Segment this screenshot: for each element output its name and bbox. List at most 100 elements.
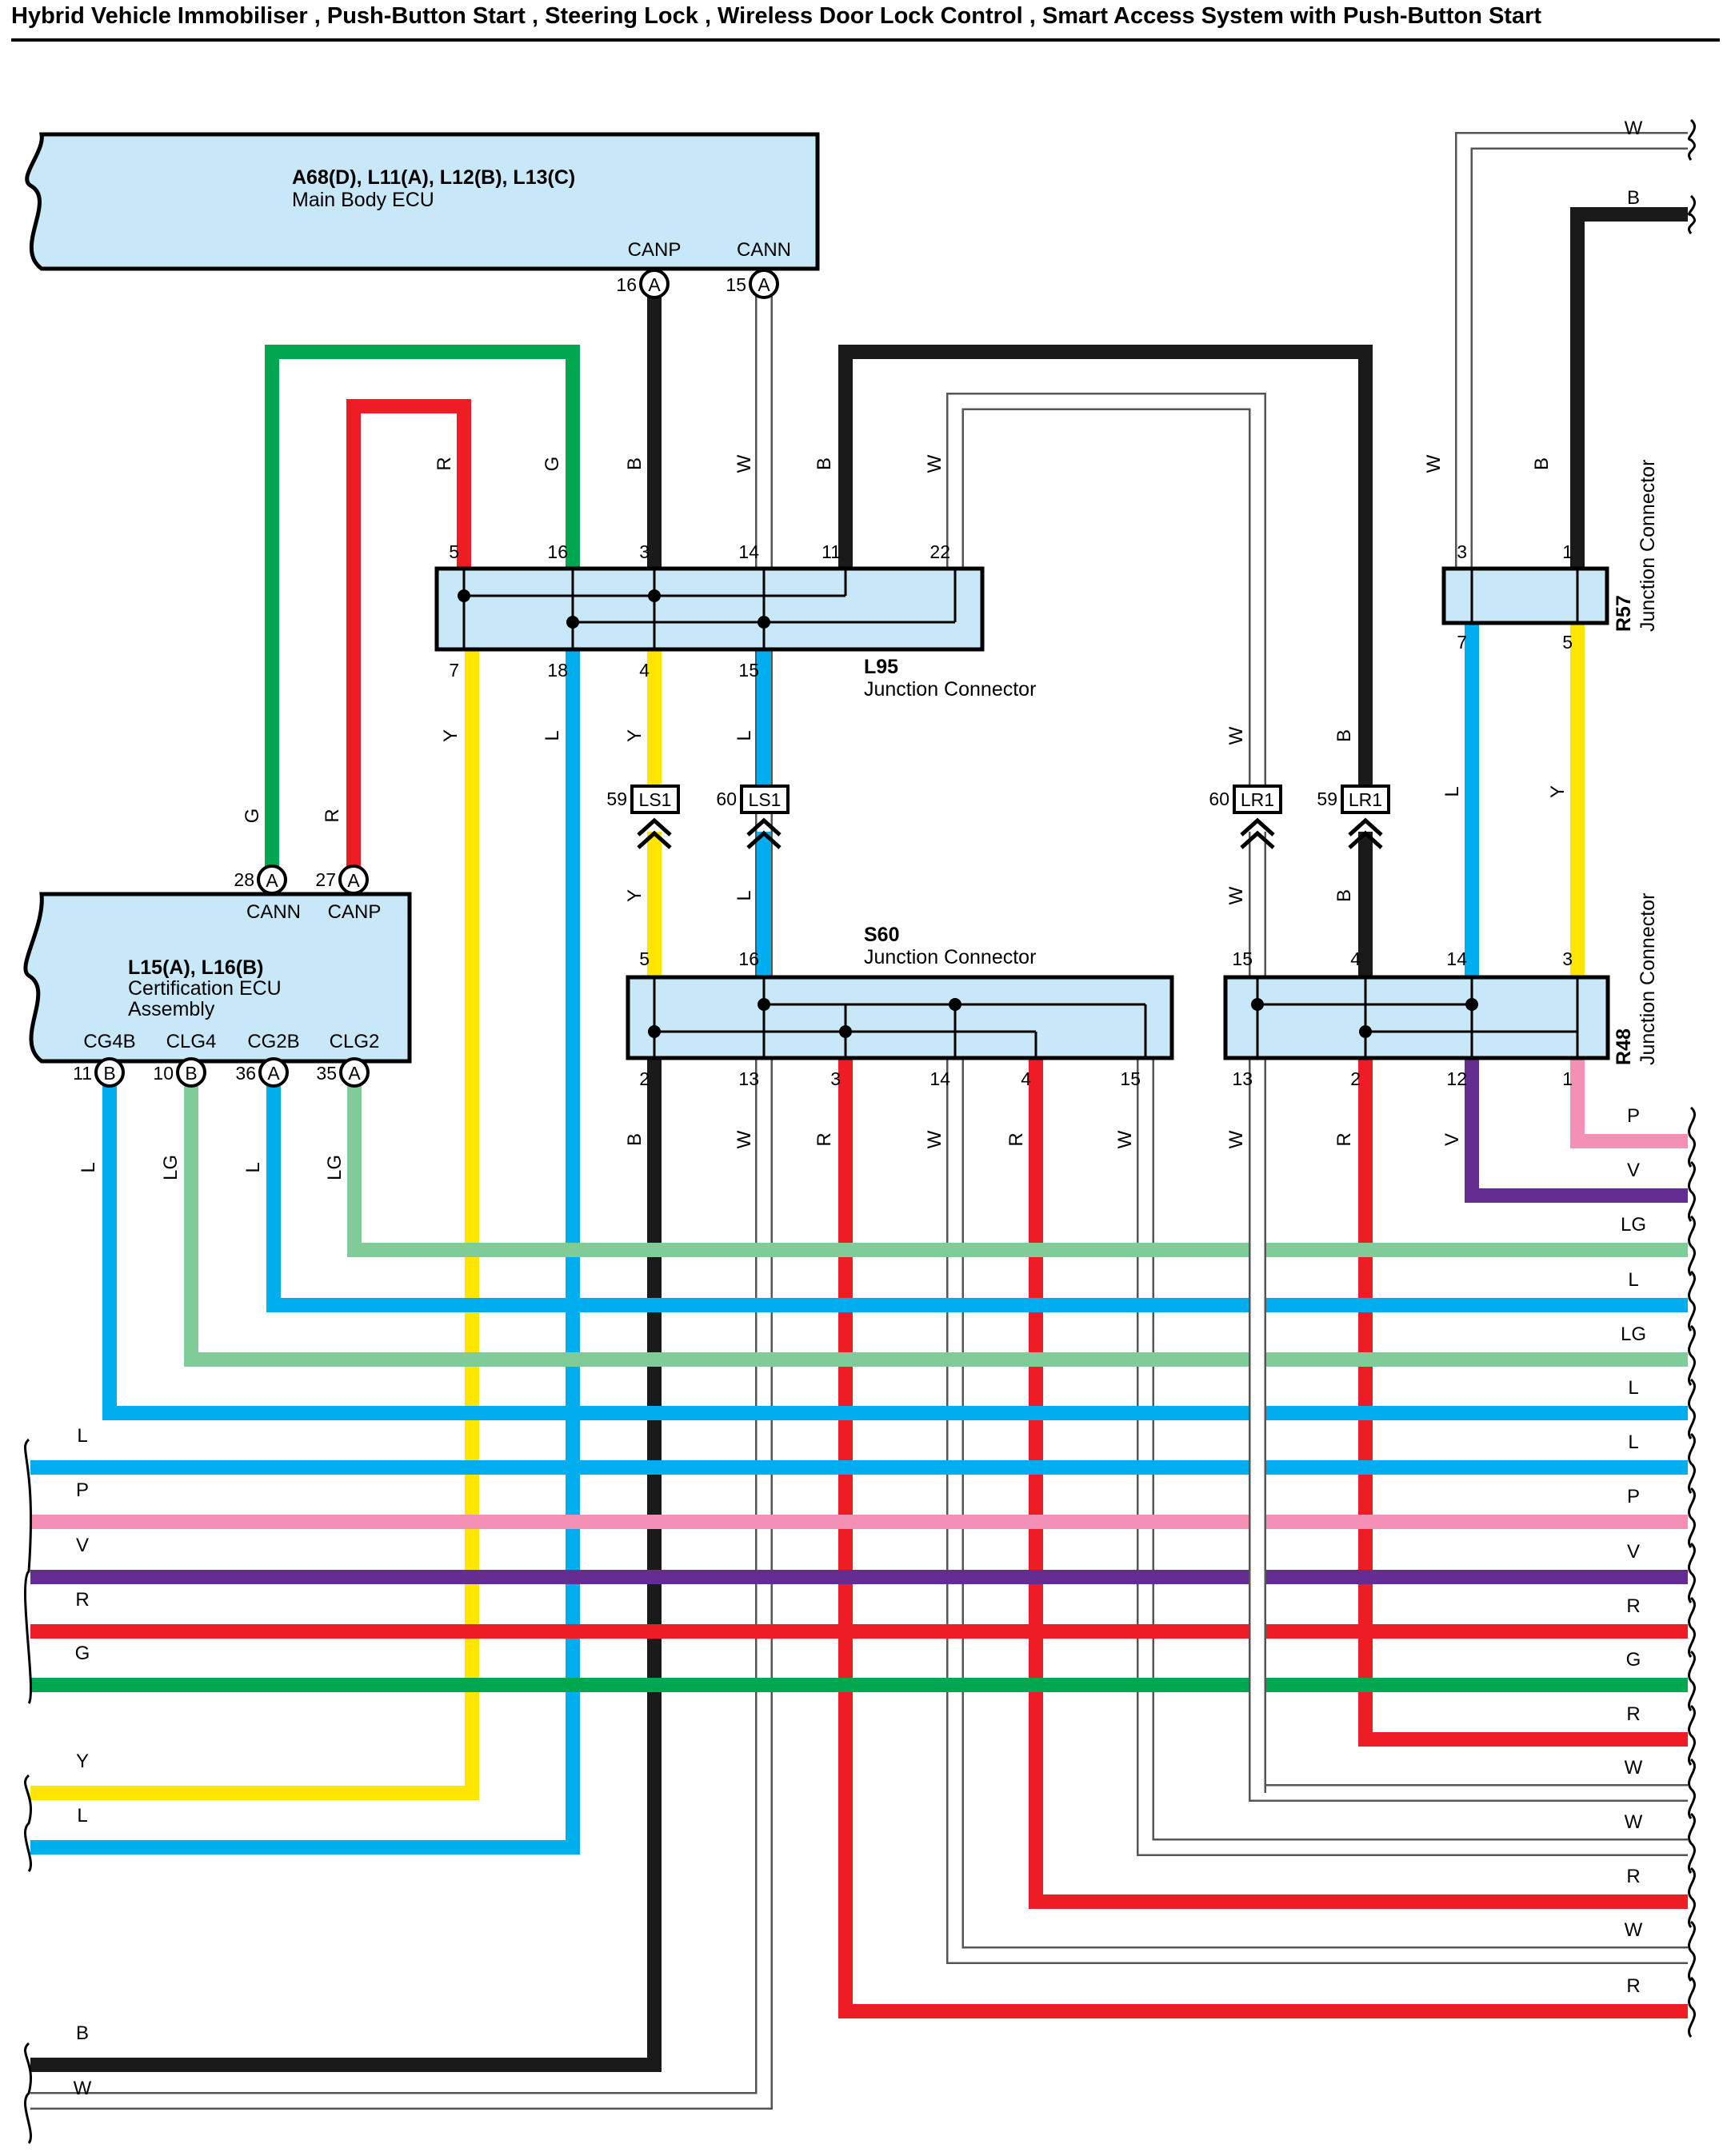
lr1-59-code: LR1 [1349, 789, 1382, 810]
s60-name: Junction Connector [864, 946, 1036, 968]
s60-dot-2 [949, 998, 961, 1011]
right-label-11: R [1626, 1703, 1640, 1725]
edge-mark-left-1 [24, 1774, 32, 1872]
label-s60-bottom-2: R [814, 1132, 835, 1146]
r48-code: R48 [1613, 1028, 1635, 1065]
label-top-right-0: W [1625, 118, 1643, 139]
ls1-60-code: LS1 [749, 789, 782, 810]
wire-cert-cann-r [346, 399, 471, 880]
lr1-59-box [1341, 785, 1390, 814]
left-label-8: W [74, 2078, 92, 2099]
edge-mark-left-2 [24, 2042, 32, 2144]
r57-code: R57 [1613, 595, 1635, 632]
lr1-60-code: LR1 [1241, 789, 1274, 810]
main-ecu-terminal-canp: CANP [628, 239, 682, 261]
edge-mark-right-3 [1688, 1270, 1696, 1332]
r57-bottom-pin-5: 5 [1562, 632, 1573, 653]
wire-cg2b-l [266, 1086, 1688, 1312]
cert-ecu-code: L15(A), L16(B) [128, 956, 263, 979]
certification-ecu-box [23, 892, 412, 1064]
r48-top-pin-4: 4 [1350, 948, 1361, 969]
label-l95-bottom-1: L [542, 730, 563, 741]
left-label-1: P [76, 1479, 89, 1501]
left-label-5: Y [76, 1751, 89, 1772]
r48-bottom-pin-12: 12 [1446, 1068, 1467, 1089]
edge-mark-right-16 [1688, 1976, 1696, 2038]
right-label-14: R [1626, 1866, 1640, 1887]
main-ecu-pin-16: 16 [616, 274, 637, 295]
right-label-9: R [1626, 1595, 1640, 1617]
edge-mark-right-5 [1688, 1378, 1696, 1439]
right-label-1: V [1627, 1160, 1640, 1181]
main-body-ecu-name: Main Body ECU [292, 189, 434, 211]
label-l95-top-1: G [542, 457, 563, 472]
wire-cert-canp-g [265, 345, 580, 880]
label-top-right-1: B [1627, 187, 1640, 209]
s60-dot-3 [648, 1025, 661, 1038]
cert-ecu-pin-11: 11 [73, 1063, 92, 1084]
label-below-lr1-0: W [1225, 886, 1247, 904]
edge-mark-right-2 [1688, 1215, 1696, 1276]
label-r57-bottom-1: Y [1547, 785, 1569, 798]
r57-connector-box [1441, 566, 1609, 625]
cert-ecu-name-2: Assembly [128, 998, 215, 1020]
cert-ecu-name: Certification ECU [128, 977, 282, 1000]
right-label-15: W [1625, 1919, 1643, 1941]
l95-dot-2 [648, 589, 661, 602]
right-label-12: W [1625, 1757, 1643, 1779]
wire-l95-7-y [30, 645, 479, 1800]
left-label-6: L [77, 1805, 87, 1827]
l95-name: Junction Connector [864, 678, 1036, 701]
cert-ecu-terminal-cg2b: CG2B [247, 1031, 299, 1052]
s60-bottom-pin-3: 3 [830, 1068, 841, 1089]
edge-mark-right-10 [1688, 1650, 1696, 1711]
l95-top-pin-11: 11 [822, 541, 841, 562]
edge-mark-right-7 [1688, 1487, 1696, 1548]
s60-dot-1 [758, 998, 770, 1011]
wire-r57-w-top-core [1457, 134, 1688, 573]
label-r48-bottom-0: W [1225, 1130, 1247, 1148]
l95-top-pin-3: 3 [639, 541, 650, 562]
cert-ecu-terminal-11-letter: B [103, 1063, 115, 1084]
cert-ecu-terminal-11 [94, 1057, 125, 1088]
r48-top-pin-14: 14 [1446, 948, 1467, 969]
right-label-16: R [1626, 1975, 1640, 1997]
wires-layer [30, 132, 1688, 2110]
ls1-59-chevron [637, 817, 672, 849]
label-cert-bottom-0: L [78, 1162, 99, 1172]
edge-mark-left-0 [24, 1438, 32, 1704]
lr1-59-chevron [1348, 817, 1383, 849]
wire-clg4-lg [184, 1086, 1688, 1367]
label-s60-bottom-5: W [1114, 1130, 1136, 1148]
label-l95-top-3: W [734, 454, 755, 473]
label-r57-bottom-0: L [1441, 786, 1463, 797]
label-s60-bottom-0: B [624, 1133, 646, 1146]
label-below-lr1-1: B [1333, 889, 1355, 902]
label-below-ls1-1: L [734, 890, 755, 900]
l95-bottom-pin-18: 18 [547, 660, 568, 681]
title-rule [11, 38, 1720, 42]
label-r48-bottom-2: V [1441, 1133, 1463, 1146]
s60-top-pin-16: 16 [738, 948, 759, 969]
r48-bottom-pin-2: 2 [1350, 1068, 1361, 1089]
left-label-3: R [75, 1589, 89, 1611]
cert-ecu-terminal-35-letter: A [348, 1063, 361, 1084]
edge-mark-right-8 [1688, 1542, 1696, 1603]
l95-bottom-pin-7: 7 [449, 660, 459, 681]
label-lr1-above-1: B [1333, 729, 1355, 742]
wire-s60-15-w [1137, 1054, 1688, 1856]
r57-name: Junction Connector [1637, 460, 1659, 632]
label-r57-top-1: B [1531, 457, 1553, 470]
right-label-6: L [1628, 1431, 1638, 1453]
right-label-0: P [1627, 1105, 1640, 1127]
wire-l95-11-b [838, 345, 1373, 806]
r57-bottom-pin-7: 7 [1457, 632, 1467, 653]
wire-l95-22-w [946, 393, 1266, 806]
edge-mark-right-0 [1688, 1106, 1696, 1168]
s60-bottom-pin-13: 13 [738, 1068, 759, 1089]
r48-connector-box [1223, 975, 1610, 1060]
label-r48-bottom-1: R [1333, 1132, 1355, 1146]
main-ecu-terminal-16 [639, 269, 670, 299]
l95-top-pin-22: 22 [929, 541, 950, 562]
